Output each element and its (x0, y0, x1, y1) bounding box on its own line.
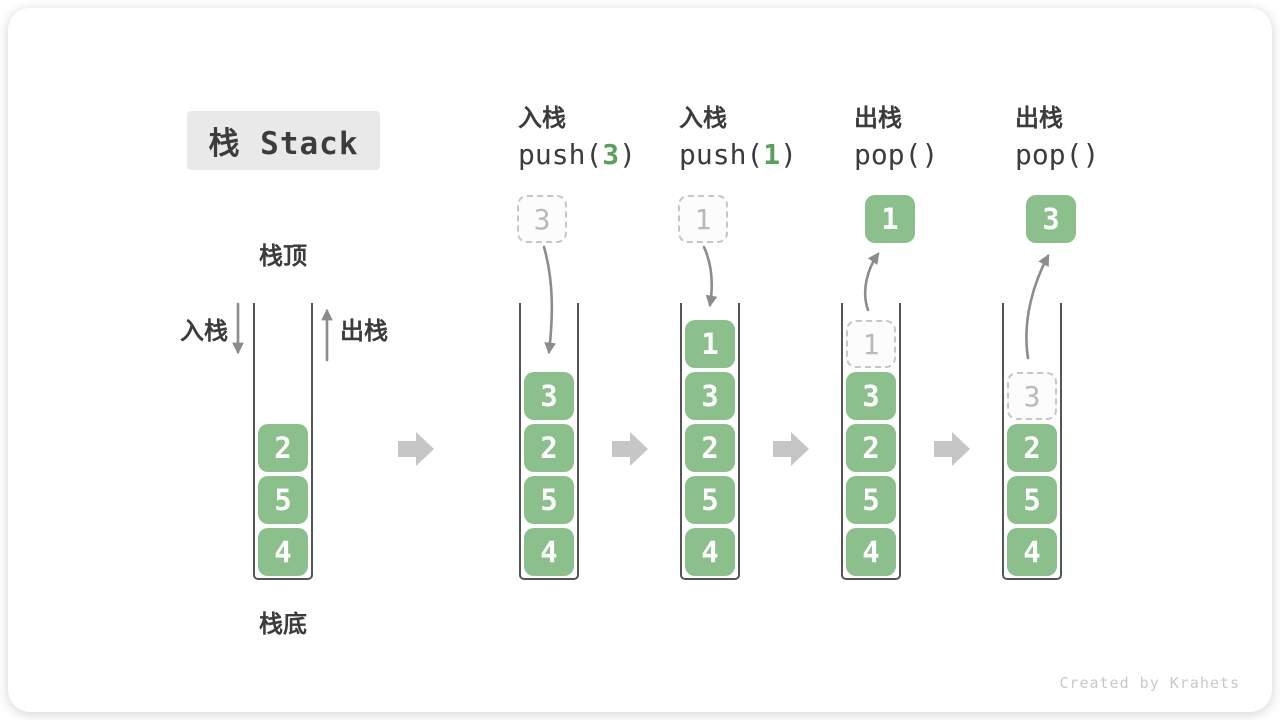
stack-container (1002, 303, 1062, 580)
op-code-arg: 1 (763, 138, 781, 171)
floating-item: 3 (1026, 195, 1076, 243)
op-code-pre: pop( (1015, 138, 1083, 171)
op-label: 入栈 (679, 104, 727, 132)
stack-item: 2 (685, 424, 735, 472)
stack-item: 2 (258, 424, 308, 472)
stack-item: 2 (1007, 424, 1057, 472)
stack-item: 4 (685, 528, 735, 576)
stack-top-label: 栈顶 (259, 242, 307, 270)
stack-item: 4 (846, 528, 896, 576)
pop-direction-label: 出栈 (340, 317, 388, 345)
push-direction-label: 入栈 (180, 317, 228, 345)
ghost-item: 3 (1007, 372, 1057, 420)
op-label: 出栈 (1015, 104, 1063, 132)
op-code-post: ) (1082, 138, 1100, 171)
ghost-item: 1 (846, 320, 896, 368)
stack-item: 1 (685, 320, 735, 368)
stack-item: 3 (524, 372, 574, 420)
watermark: Created by Krahets (1059, 674, 1240, 692)
stack-bottom-label: 栈底 (259, 610, 307, 638)
op-code: pop() (1015, 138, 1099, 172)
stack-item: 4 (524, 528, 574, 576)
stack-item: 2 (524, 424, 574, 472)
stack-item: 3 (685, 372, 735, 420)
op-label: 入栈 (518, 104, 566, 132)
op-code-pre: push( (679, 138, 764, 171)
stack-container (519, 303, 579, 580)
stack-container (841, 303, 901, 580)
title-badge: 栈 Stack (187, 111, 380, 170)
op-code: push(1) (679, 138, 797, 172)
stack-item: 2 (846, 424, 896, 472)
stack-item: 5 (524, 476, 574, 524)
stack-item: 5 (685, 476, 735, 524)
floating-item: 1 (678, 195, 728, 243)
stack-item: 5 (1007, 476, 1057, 524)
stack-item: 4 (258, 528, 308, 576)
op-code-post: ) (780, 138, 798, 171)
floating-item: 3 (517, 195, 567, 243)
floating-item: 1 (865, 195, 915, 243)
op-code-arg: 3 (602, 138, 620, 171)
op-label: 出栈 (854, 104, 902, 132)
stack-item: 5 (846, 476, 896, 524)
op-code: pop() (854, 138, 938, 172)
stack-container (680, 303, 740, 580)
stack-item: 3 (846, 372, 896, 420)
op-code-pre: pop( (854, 138, 922, 171)
op-code-post: ) (921, 138, 939, 171)
stack-container (253, 303, 313, 580)
op-code: push(3) (518, 138, 636, 172)
op-code-pre: push( (518, 138, 603, 171)
stack-item: 4 (1007, 528, 1057, 576)
stack-item: 5 (258, 476, 308, 524)
op-code-post: ) (619, 138, 637, 171)
